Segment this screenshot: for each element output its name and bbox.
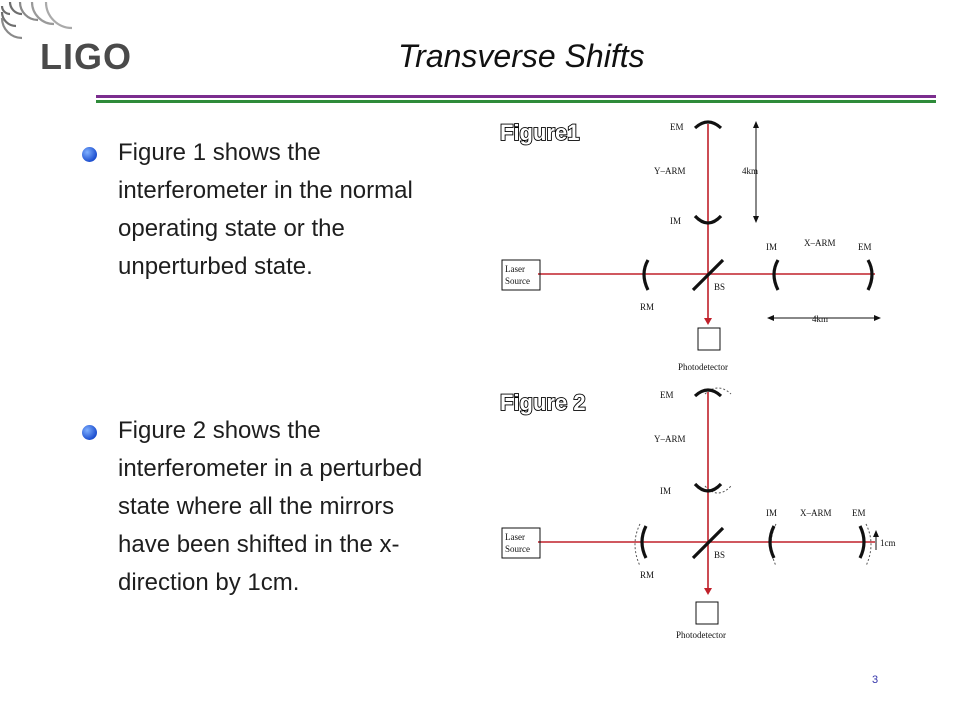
figure1-x-arm-label: X–ARM: [804, 238, 836, 248]
figure1-laser-label-1: Laser: [505, 264, 525, 274]
figure2-im-y-label: IM: [660, 486, 671, 496]
figure2-x-arm-label: X–ARM: [800, 508, 832, 518]
header-rule-purple: [96, 95, 936, 98]
ligo-logo: LIGO: [40, 36, 132, 77]
figure2-laser-source-box: [501, 527, 541, 559]
figure2-em-y-label: EM: [660, 390, 674, 400]
figure1-laser-label-2: Source: [505, 276, 530, 286]
figure2-em-y-mirror: [693, 388, 723, 398]
figure1-dim-arrow-icon: [767, 315, 774, 321]
figure1-em-y-label: EM: [670, 122, 684, 132]
figure1-photodetector-label: Photodetector: [678, 362, 728, 372]
bullet-list-1: Figure 1 shows the interferometer in the…: [82, 134, 442, 286]
bullet-list-2: Figure 2 shows the interferometer in a p…: [82, 412, 442, 602]
bullet-text-2: Figure 2 shows the interferometer in a p…: [118, 417, 423, 596]
bullet-item-2: Figure 2 shows the interferometer in a p…: [82, 412, 442, 602]
figure2-bs-label: BS: [714, 550, 725, 560]
figure2-shift-arrow-icon: [873, 530, 879, 537]
figure1-photodetector-box: [697, 327, 721, 351]
figure1-im-x-label: IM: [766, 242, 777, 252]
figure1-im-y-mirror: [693, 214, 723, 225]
figure2-photodetector-box: [695, 601, 719, 625]
figure1-label: Figure1: [500, 120, 579, 145]
figure2-im-x-mirror: [768, 525, 776, 559]
figure1-x-length-label: 4km: [812, 314, 828, 324]
figure2-y-arm-label: Y–ARM: [654, 434, 686, 444]
figure1-rm-label: RM: [640, 302, 654, 312]
bullet-dot-icon: [82, 425, 97, 440]
figure2-shift-label: 1cm: [880, 538, 896, 548]
figure1-diagram: Figure1 Laser Source Photodetector EM Y–…: [499, 119, 881, 372]
figure1-beamsplitter: [691, 258, 725, 292]
figure2-em-x-mirror: [858, 525, 866, 559]
figure1-dim-arrow-icon: [753, 216, 759, 223]
bullet-text-1: Figure 1 shows the interferometer in the…: [118, 139, 413, 280]
figure2-em-x-shadow: [865, 523, 872, 567]
figure1-em-x-mirror: [866, 259, 874, 291]
figure1-dim-arrow-icon: [874, 315, 881, 321]
figure2-beamsplitter: [691, 526, 725, 560]
figure1-arrow-icon: [704, 318, 712, 325]
figure2-im-y-mirror: [693, 482, 723, 493]
figure1-laser-source-box: [501, 259, 541, 291]
figure2-diagram: Figure 2 Laser Source Photodetector EM Y…: [499, 387, 896, 640]
figure1-im-y-label: IM: [670, 216, 681, 226]
figure2-rm-mirror: [640, 525, 648, 559]
figure2-rm-shadow: [634, 523, 641, 567]
bullet-item-1: Figure 1 shows the interferometer in the…: [82, 134, 442, 286]
figure2-arrow-icon: [704, 588, 712, 595]
figure1-dim-arrow-icon: [753, 121, 759, 128]
figure2-laser-label-1: Laser: [505, 532, 525, 542]
logo-arcs-graphic: [0, 1, 73, 40]
figure1-y-length-label: 4km: [742, 166, 758, 176]
figure2-label: Figure 2: [500, 390, 586, 415]
figure1-rm-mirror: [642, 259, 650, 291]
page-number: 3: [872, 674, 879, 686]
figure2-photodetector-label: Photodetector: [676, 630, 726, 640]
bullet-dot-icon: [82, 147, 97, 162]
slide-title: Transverse Shifts: [398, 38, 645, 74]
figure2-laser-label-2: Source: [505, 544, 530, 554]
header-rule-green: [96, 100, 936, 103]
figure1-em-y-mirror: [693, 120, 723, 130]
figure2-em-x-label: EM: [852, 508, 866, 518]
figure2-im-x-label: IM: [766, 508, 777, 518]
figure1-em-x-label: EM: [858, 242, 872, 252]
figure1-bs-label: BS: [714, 282, 725, 292]
figure2-rm-label: RM: [640, 570, 654, 580]
figure1-im-x-mirror: [772, 259, 780, 291]
figure1-y-arm-label: Y–ARM: [654, 166, 686, 176]
